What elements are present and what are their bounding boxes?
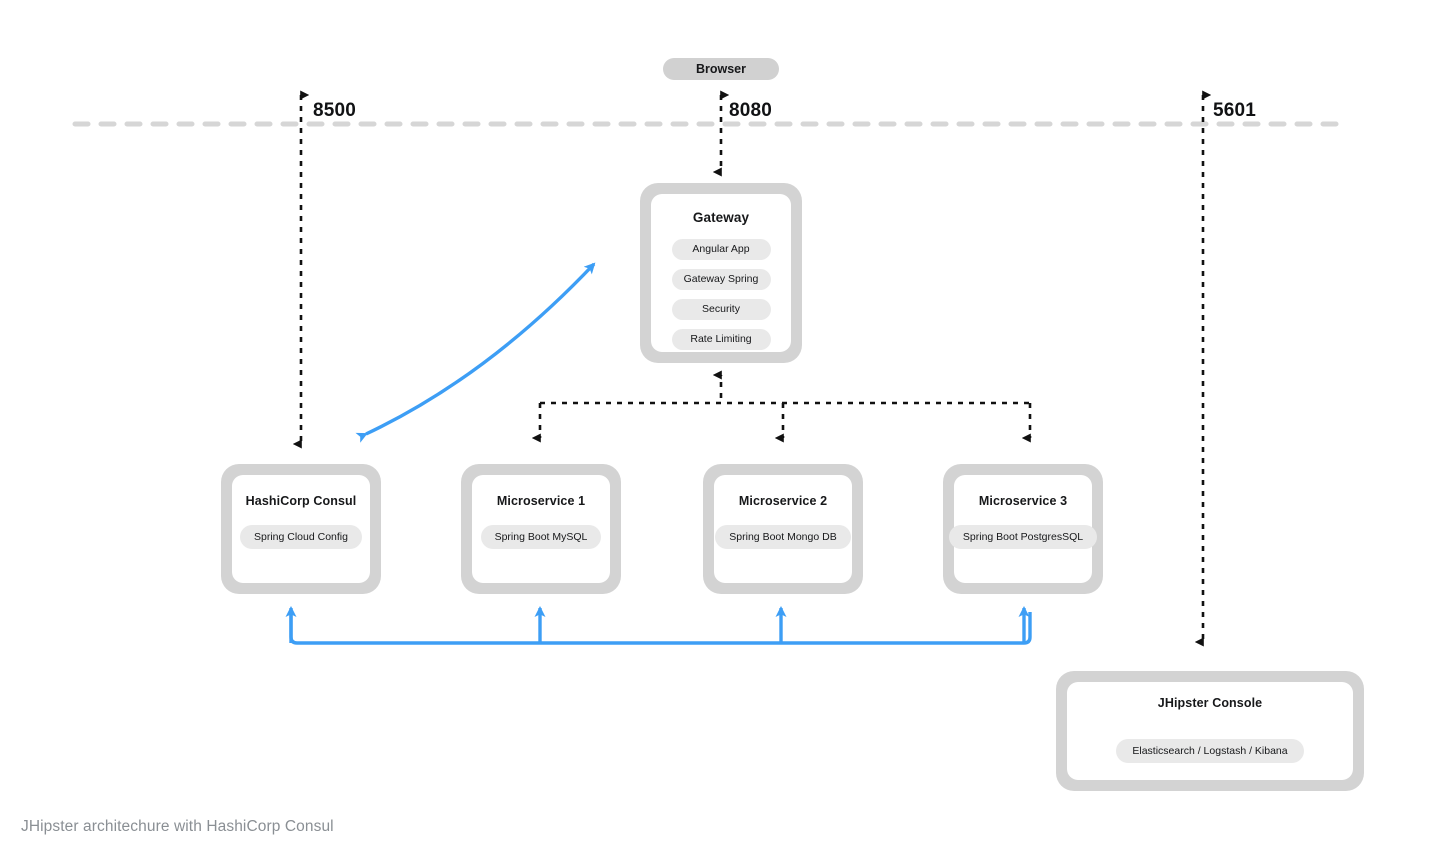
service-node-hashicorp-consul[interactable]: HashiCorp Consul Spring Cloud Config <box>221 464 381 594</box>
console-title: JHipster Console <box>1157 696 1263 710</box>
service-title: Microservice 2 <box>738 494 828 508</box>
jhipster-console-node[interactable]: JHipster Console Elasticsearch / Logstas… <box>1056 671 1364 791</box>
port-label-gateway: 8080 <box>729 100 773 121</box>
edge-registry-bus <box>289 612 1032 645</box>
service-node-microservice-2[interactable]: Microservice 2 Spring Boot Mongo DB <box>703 464 863 594</box>
service-inner-panel: Microservice 2 Spring Boot Mongo DB <box>714 475 852 583</box>
console-inner-panel: JHipster Console Elasticsearch / Logstas… <box>1067 682 1353 780</box>
gateway-title: Gateway <box>692 210 750 225</box>
service-inner-panel: Microservice 1 Spring Boot MySQL <box>472 475 610 583</box>
service-title: Microservice 3 <box>978 494 1068 508</box>
browser-node[interactable]: Browser <box>663 58 779 80</box>
gateway-component-rate-limiting[interactable]: Rate Limiting <box>671 329 771 350</box>
service-component-pill[interactable]: Spring Boot PostgresSQL <box>948 525 1098 549</box>
gateway-node[interactable]: Gateway Angular App Gateway Spring Secur… <box>640 183 802 363</box>
gateway-component-gateway-spring[interactable]: Gateway Spring <box>671 269 771 290</box>
gateway-inner-panel: Gateway Angular App Gateway Spring Secur… <box>651 194 791 352</box>
port-label-console: 5601 <box>1213 100 1257 121</box>
service-component-pill[interactable]: Spring Boot MySQL <box>480 525 602 549</box>
service-title: HashiCorp Consul <box>245 494 357 508</box>
port-label-consul: 8500 <box>313 100 357 121</box>
service-node-microservice-3[interactable]: Microservice 3 Spring Boot PostgresSQL <box>943 464 1103 594</box>
gateway-component-angular-app[interactable]: Angular App <box>671 239 771 260</box>
service-inner-panel: Microservice 3 Spring Boot PostgresSQL <box>948 475 1098 583</box>
service-inner-panel: HashiCorp Consul Spring Cloud Config <box>232 475 370 583</box>
console-component-pill[interactable]: Elasticsearch / Logstash / Kibana <box>1116 739 1304 763</box>
gateway-component-security[interactable]: Security <box>671 299 771 320</box>
service-node-microservice-1[interactable]: Microservice 1 Spring Boot MySQL <box>461 464 621 594</box>
edge-consul-gateway-curve <box>355 262 596 443</box>
service-component-pill[interactable]: Spring Boot Mongo DB <box>715 525 851 549</box>
service-component-pill[interactable]: Spring Cloud Config <box>240 525 362 549</box>
service-title: Microservice 1 <box>496 494 586 508</box>
diagram-caption: JHipster architechure with HashiCorp Con… <box>21 818 334 835</box>
